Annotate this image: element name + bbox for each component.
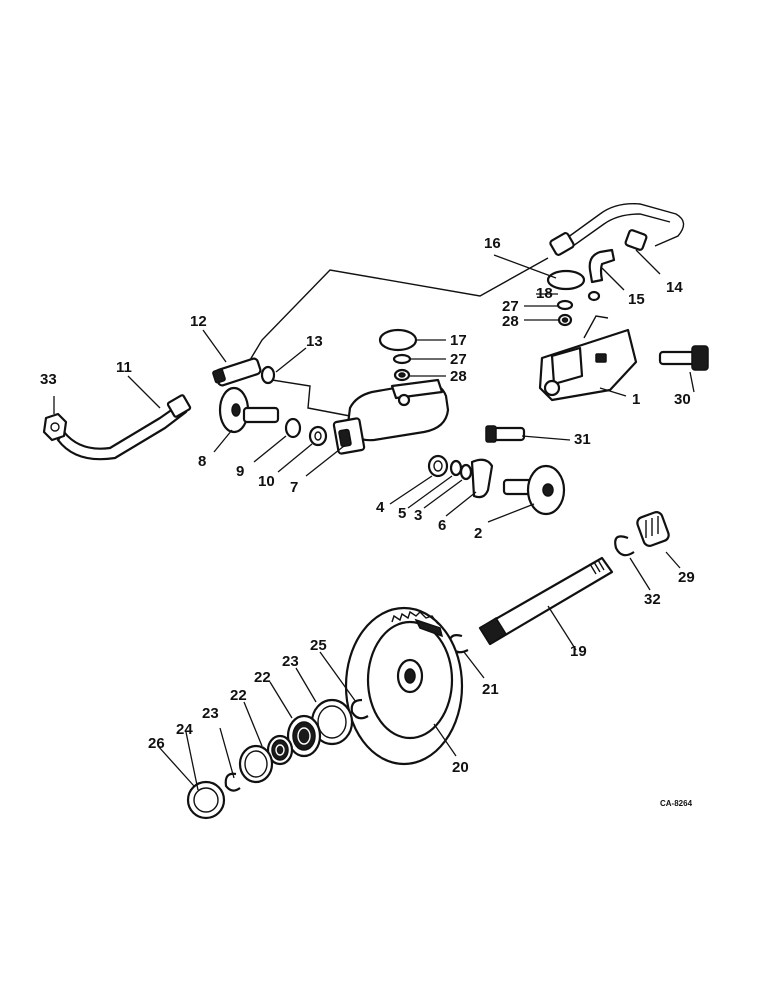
callout-8: 8 (198, 453, 206, 470)
callout-labels: 33 11 12 13 16 14 15 18 27 28 17 27 28 1… (40, 235, 695, 808)
disc-17 (378, 328, 418, 352)
callout-23-right: 23 (282, 653, 299, 670)
callout-1: 1 (632, 391, 640, 408)
callout-10: 10 (258, 473, 275, 490)
callout-24: 24 (176, 721, 193, 738)
callout-4: 4 (376, 499, 385, 516)
callout-9: 9 (236, 463, 244, 480)
washer-27-lower (392, 353, 412, 365)
washer-27-upper (556, 299, 574, 311)
tube-assembly-14 (549, 203, 685, 256)
snap-ring-32 (614, 535, 635, 557)
callout-16: 16 (484, 235, 501, 252)
ring-3 (459, 463, 473, 481)
callout-6: 6 (438, 517, 446, 534)
callout-28-lower: 28 (450, 368, 467, 385)
oring-18 (587, 290, 601, 302)
snap-ring-25 (350, 698, 369, 720)
valve-body-7 (332, 378, 450, 455)
callout-20: 20 (452, 759, 469, 776)
washer-26 (186, 780, 226, 820)
callout-3: 3 (414, 507, 422, 524)
bearing-cup-23-left (238, 744, 274, 784)
washer-9 (284, 417, 302, 439)
bushing-29 (636, 511, 670, 547)
callout-13: 13 (306, 333, 323, 350)
callout-15: 15 (628, 291, 645, 308)
callout-17: 17 (450, 332, 467, 349)
clip-6 (470, 458, 494, 499)
callout-18: 18 (536, 285, 553, 302)
pin-8 (218, 386, 280, 434)
bolt-31 (485, 425, 526, 443)
callout-21: 21 (482, 681, 499, 698)
callout-27-lower: 27 (450, 351, 467, 368)
callout-22-left: 22 (230, 687, 247, 704)
nut-33 (42, 412, 68, 442)
callout-25: 25 (310, 637, 327, 654)
oring-13 (260, 365, 276, 385)
callout-27-upper: 27 (502, 298, 519, 315)
callout-12: 12 (190, 313, 207, 330)
fitting-12 (212, 357, 262, 387)
bolt-30 (658, 345, 709, 371)
drawing-code: CA-8264 (660, 799, 693, 808)
leader-lines (53, 249, 695, 791)
washer-10 (308, 425, 328, 447)
callout-19: 19 (570, 643, 587, 660)
callout-11: 11 (116, 359, 132, 376)
callout-5: 5 (398, 505, 406, 522)
elbow-fitting-15 (588, 248, 616, 284)
callout-14: 14 (666, 279, 683, 296)
shaft-19 (478, 556, 614, 646)
bearing-cone-22-right (286, 714, 322, 758)
callout-2: 2 (474, 525, 482, 542)
bearing-cone-22-left (266, 734, 294, 766)
callout-26: 26 (148, 735, 165, 752)
cap-16 (546, 269, 586, 291)
callout-31: 31 (574, 431, 591, 448)
callout-33: 33 (40, 371, 57, 388)
gear-20 (344, 606, 464, 766)
washer-4 (427, 454, 449, 478)
line-12-to-block (249, 257, 549, 361)
valve-block-1 (538, 315, 638, 402)
washer-28-lower (393, 368, 411, 382)
washer-28-upper (557, 313, 573, 327)
callout-30: 30 (674, 391, 691, 408)
line-13-to-valve (271, 379, 351, 417)
ring-5 (449, 459, 463, 477)
callout-28-upper: 28 (502, 313, 519, 330)
callout-22-right: 22 (254, 669, 271, 686)
callout-29: 29 (678, 569, 695, 586)
callout-7: 7 (290, 479, 298, 496)
callout-23-left: 23 (202, 705, 219, 722)
callout-32: 32 (644, 591, 661, 608)
pin-2 (502, 464, 566, 516)
tube-11 (56, 394, 192, 461)
snap-ring-24 (224, 772, 241, 792)
